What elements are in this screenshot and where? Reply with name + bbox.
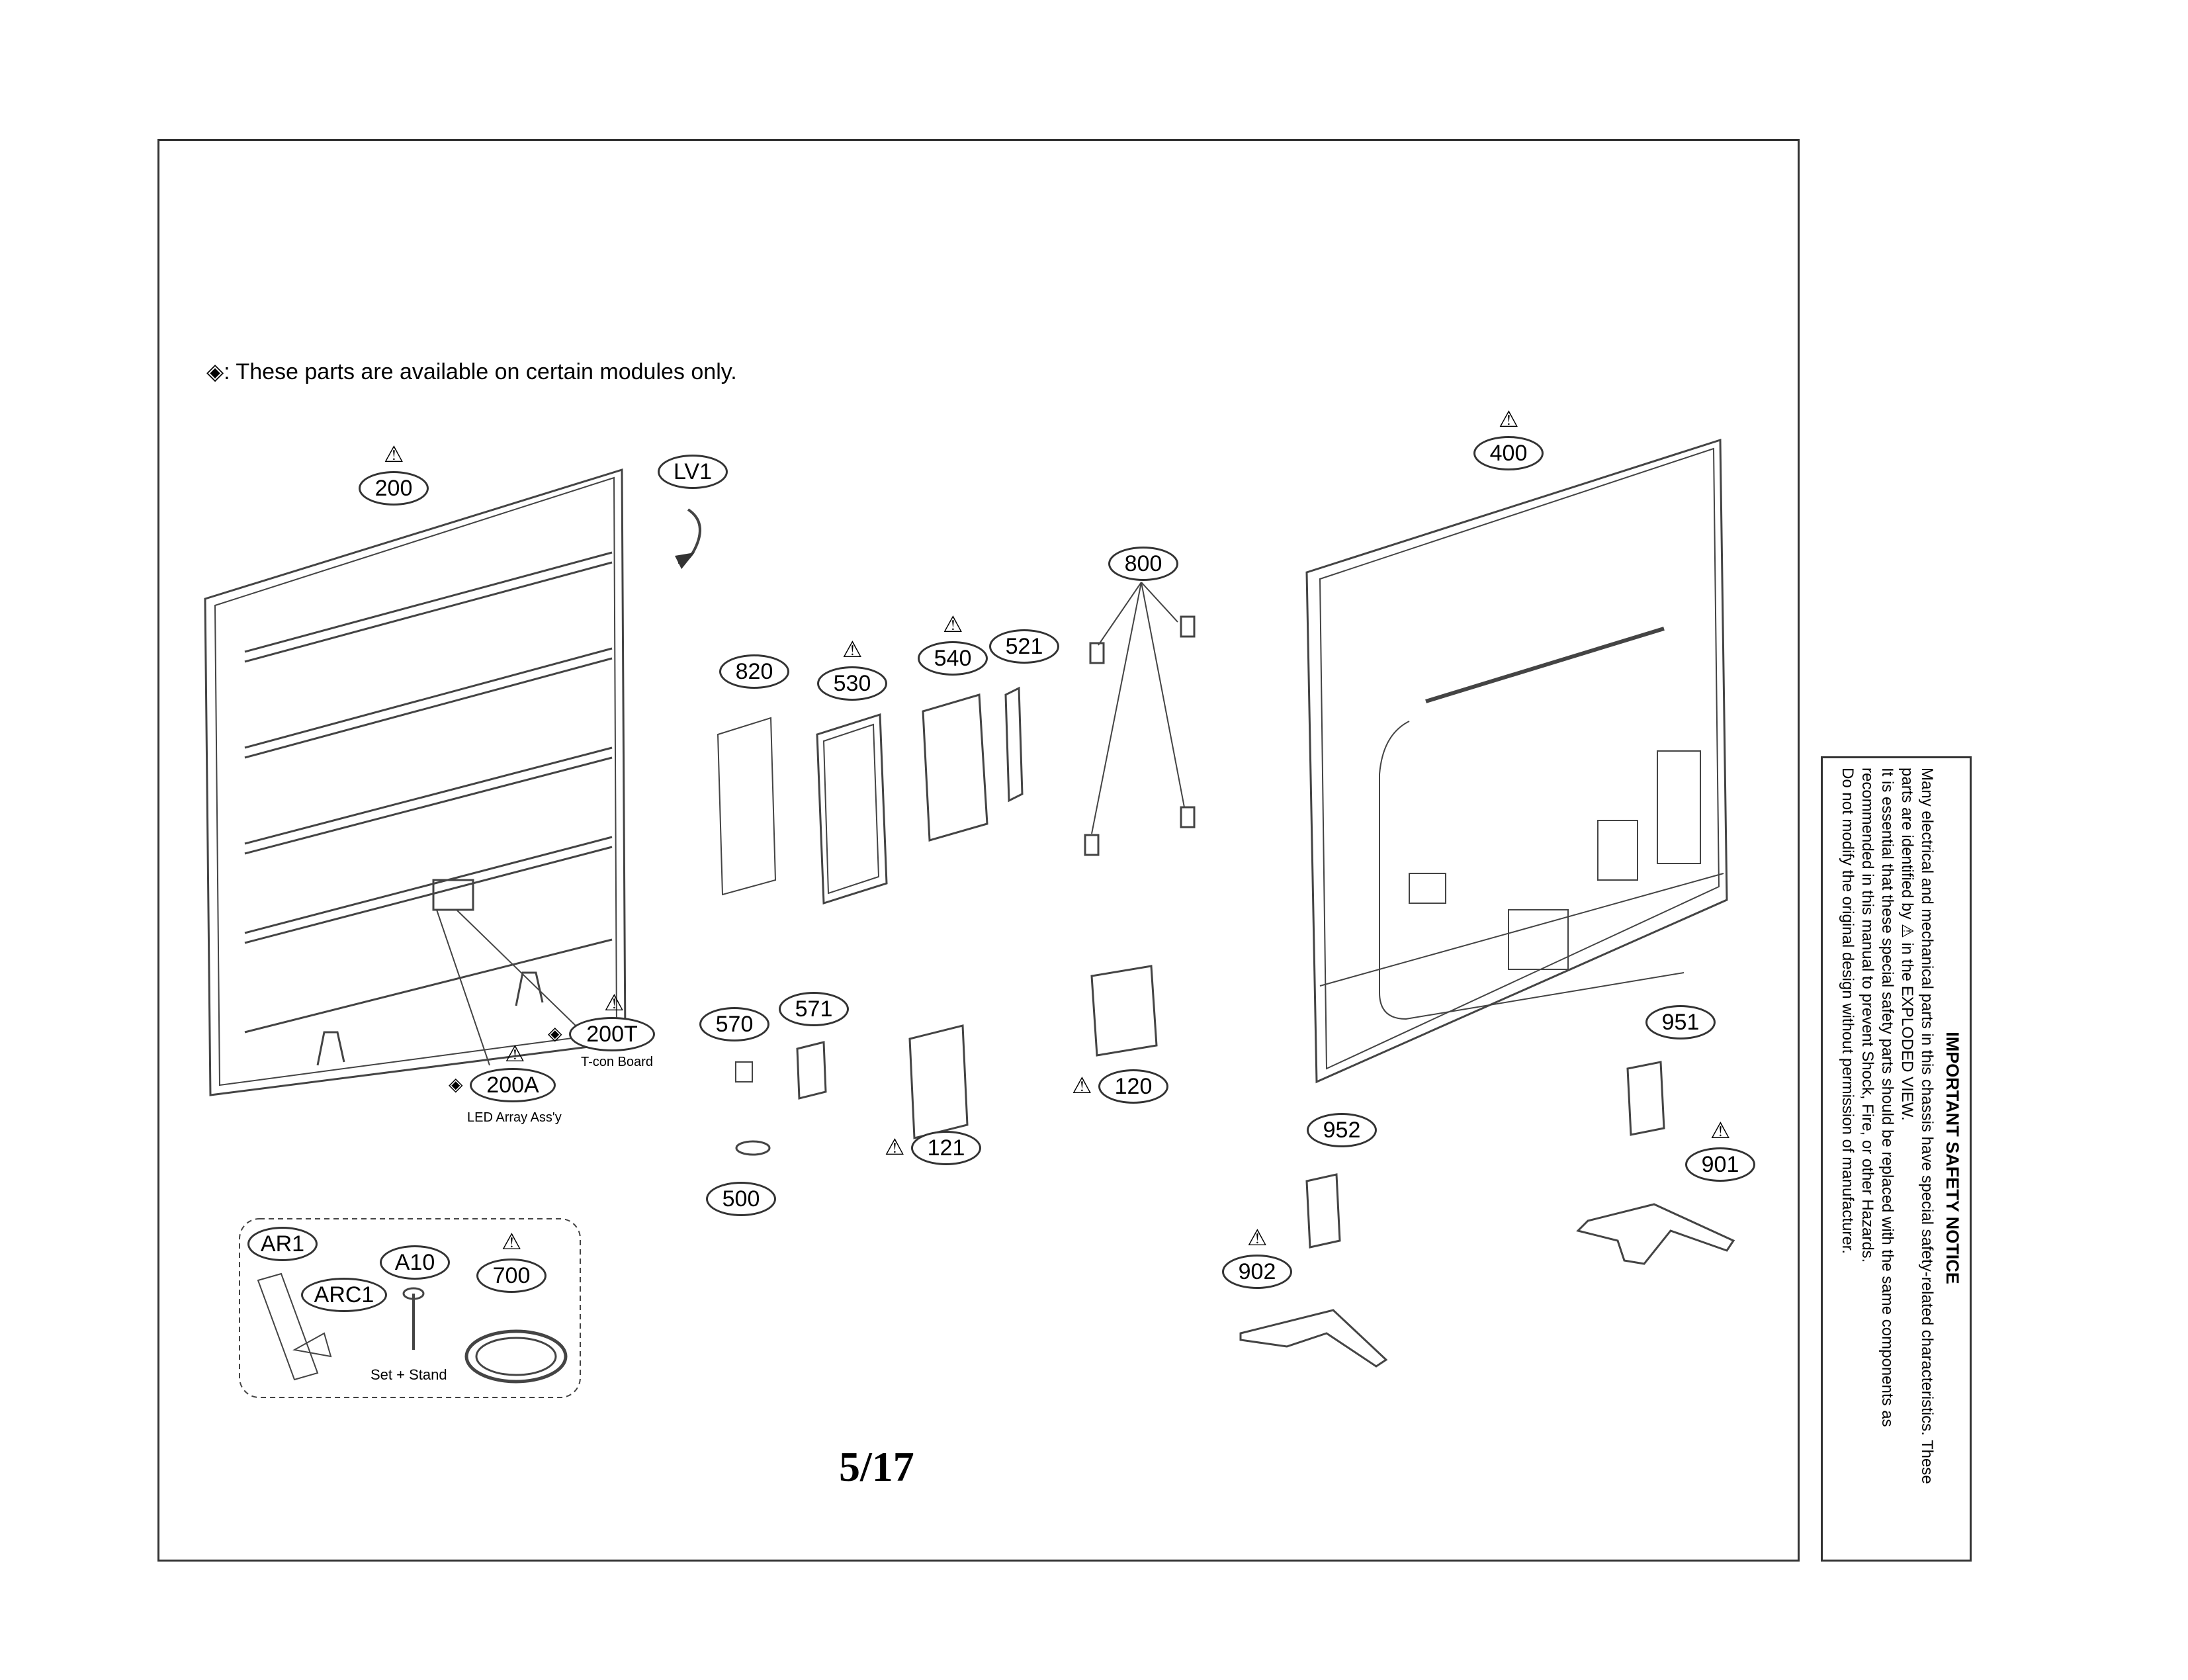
callout-label: LV1 xyxy=(658,455,728,489)
warning-triangle-icon: ⚠ xyxy=(1072,1073,1092,1098)
safety-notice-box xyxy=(1821,756,1972,1562)
callout-label: 400 xyxy=(1473,436,1544,470)
warning-triangle-icon: ⚠ xyxy=(505,1041,525,1067)
callout-arc1: ARC1 xyxy=(301,1278,387,1312)
callout-label: 500 xyxy=(706,1182,776,1216)
callout-a10: A10 xyxy=(380,1245,450,1280)
callout-label: 800 xyxy=(1108,547,1178,581)
diamond-icon: ◈ xyxy=(548,1023,562,1043)
warning-triangle-icon: ⚠ xyxy=(384,442,404,467)
callout-120: 120⚠ xyxy=(1072,1069,1168,1104)
callout-label: 570 xyxy=(699,1007,769,1041)
callout-570: 570 xyxy=(699,1007,769,1041)
callout-lv1: LV1 xyxy=(658,455,728,489)
callout-label: AR1 xyxy=(247,1227,318,1261)
callout-952: 952 xyxy=(1307,1113,1377,1147)
callout-901: 901 ⚠ xyxy=(1685,1120,1755,1182)
callout-400: 400 ⚠ xyxy=(1473,408,1544,470)
callout-902: 902 ⚠ xyxy=(1222,1227,1292,1289)
availability-note-text: : These parts are available on certain m… xyxy=(224,359,737,384)
warning-triangle-icon: ⚠ xyxy=(885,1135,905,1160)
callout-820: 820 xyxy=(719,654,789,689)
back-cover-400-drawing xyxy=(1305,438,1728,1084)
callout-label: 951 xyxy=(1645,1005,1716,1039)
callout-951: 951 xyxy=(1645,1005,1716,1039)
callout-label: 952 xyxy=(1307,1113,1377,1147)
callout-121: 121⚠ xyxy=(885,1131,981,1165)
callout-label: A10 xyxy=(380,1245,450,1280)
callout-521: 521 xyxy=(989,629,1059,664)
callout-label: 901 xyxy=(1685,1147,1755,1182)
callout-200: 200 ⚠ xyxy=(359,443,429,506)
warning-triangle-icon: ⚠ xyxy=(842,637,863,662)
warning-triangle-icon: ⚠ xyxy=(943,612,963,637)
warning-triangle-icon: ⚠ xyxy=(1247,1225,1268,1251)
callout-530: 530 ⚠ xyxy=(817,639,887,701)
safety-notice-line: recommended in this manual to prevent Sh… xyxy=(1859,768,1876,1263)
callout-label: 820 xyxy=(719,654,789,689)
callout-label: 571 xyxy=(779,992,849,1026)
callout-label: 200T xyxy=(569,1017,655,1051)
callout-label: 521 xyxy=(989,629,1059,664)
page-number: 5/17 xyxy=(839,1443,914,1490)
tcon-board-label: T-con Board xyxy=(581,1055,653,1069)
callout-ar1: AR1 xyxy=(247,1227,318,1261)
warning-triangle-icon: ⚠ xyxy=(604,991,625,1016)
callout-540: 540 ⚠ xyxy=(918,613,988,676)
diamond-symbol: ◈ xyxy=(206,359,224,384)
safety-notice: IMPORTANT SAFETY NOTICE Many electrical … xyxy=(1830,768,1962,1548)
callout-label: 121 xyxy=(911,1131,981,1165)
panel-200-drawing xyxy=(204,468,627,1096)
callout-571: 571 xyxy=(779,992,849,1026)
safety-notice-title: IMPORTANT SAFETY NOTICE xyxy=(1943,1032,1962,1284)
led-array-label: LED Array Ass'y xyxy=(467,1110,562,1125)
callout-200t: 200T⚠ ◈ xyxy=(548,992,655,1051)
callout-label: 540 xyxy=(918,641,988,676)
callout-label: 700 xyxy=(476,1259,547,1293)
callout-800: 800 xyxy=(1108,547,1178,581)
warning-triangle-icon: ⚠ xyxy=(1499,407,1519,432)
callout-label: 120 xyxy=(1098,1069,1168,1104)
callout-500: 500 xyxy=(706,1182,776,1216)
safety-notice-line: Many electrical and mechanical parts in … xyxy=(1918,768,1936,1484)
screw-label: Set + Stand xyxy=(371,1366,447,1383)
warning-triangle-icon: ⚠ xyxy=(502,1229,522,1255)
safety-notice-line: parts are identified by ⚠ in the EXPLODE… xyxy=(1898,768,1916,1121)
callout-200a: 200A⚠ ◈ xyxy=(449,1043,556,1102)
diagram-frame xyxy=(157,139,1800,1562)
diamond-icon: ◈ xyxy=(449,1074,463,1094)
callout-700: 700 ⚠ xyxy=(476,1231,547,1293)
safety-notice-line: It is essential that these special safet… xyxy=(1878,768,1896,1427)
warning-triangle-icon: ⚠ xyxy=(1710,1118,1731,1143)
availability-note: ◈: These parts are available on certain … xyxy=(206,359,737,385)
callout-label: 200A xyxy=(470,1068,556,1102)
safety-notice-line: Do not modify the original design withou… xyxy=(1839,768,1857,1255)
callout-label: 902 xyxy=(1222,1255,1292,1289)
callout-label: 200 xyxy=(359,471,429,506)
callout-label: ARC1 xyxy=(301,1278,387,1312)
callout-label: 530 xyxy=(817,666,887,701)
